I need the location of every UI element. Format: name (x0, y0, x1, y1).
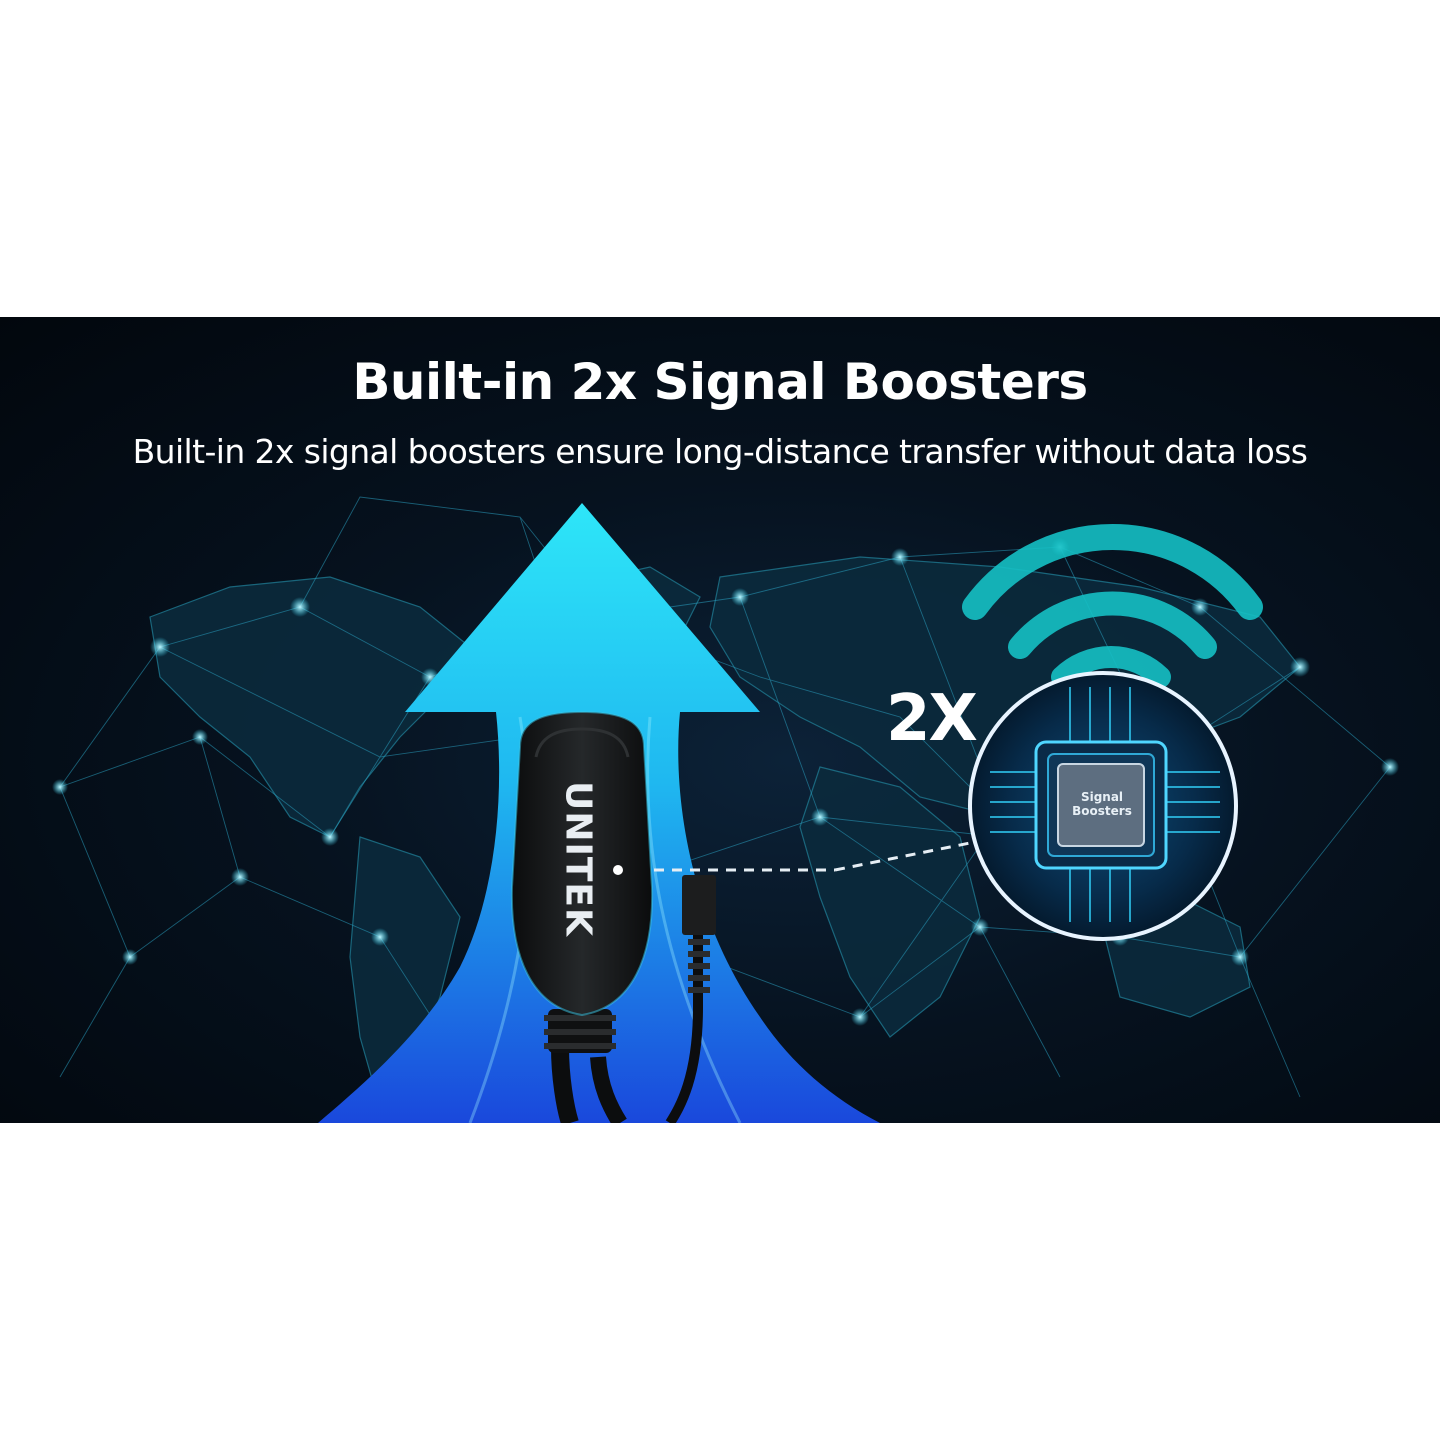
wifi-signal-icon (962, 523, 1263, 688)
background-illustration (52, 496, 1399, 1123)
usb-extender-device (510, 710, 716, 1123)
chip-label-line2: Boosters (1072, 804, 1132, 818)
chip-icon (968, 671, 1238, 941)
brand-logo: UNITEK (557, 781, 599, 937)
chip-label-line1: Signal (1080, 790, 1124, 804)
chip-label: Signal Boosters (1056, 790, 1148, 818)
page-title: Built-in 2x Signal Boosters (352, 353, 1088, 411)
multiplier-label: 2X (886, 682, 978, 756)
product-banner: Built-in 2x Signal Boosters Built-in 2x … (0, 317, 1440, 1123)
page-subtitle: Built-in 2x signal boosters ensure long-… (132, 432, 1308, 471)
